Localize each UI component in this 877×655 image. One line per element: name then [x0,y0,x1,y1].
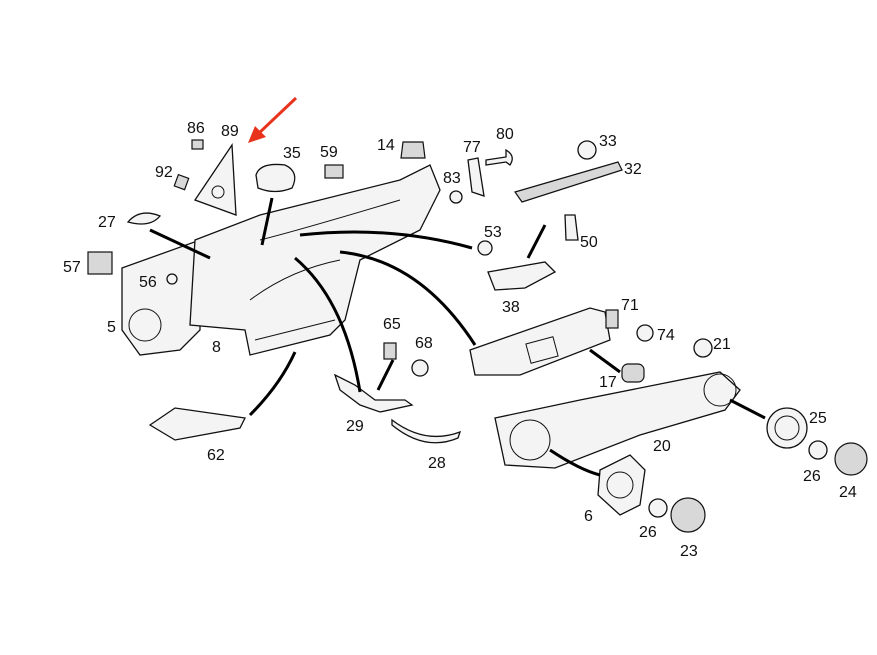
part-20-lower-trim[interactable] [494,371,741,469]
part-8-door-trim[interactable] [189,164,441,356]
part-62-tray[interactable] [148,407,246,441]
part-17-switch[interactable] [621,363,645,383]
label-38: 38 [502,299,520,316]
part-56-clip[interactable] [166,273,178,285]
label-53: 53 [484,224,502,241]
label-27: 27 [98,214,116,231]
part-24-grille[interactable] [834,442,868,476]
label-23: 23 [680,543,698,560]
label-62: 62 [207,447,225,464]
leader-lines [248,197,766,477]
part-50-clip[interactable] [564,214,579,241]
label-50: 50 [580,234,598,251]
part-26-cap[interactable] [808,440,828,460]
label-92: 92 [155,164,173,181]
label-80: 80 [496,126,514,143]
label-65: 65 [383,316,401,333]
label-14: 14 [377,137,395,154]
part-32-strip[interactable] [514,161,623,203]
part-80-screw[interactable] [485,148,513,166]
label-35: 35 [283,145,301,162]
label-68: 68 [415,335,433,352]
label-83: 83 [443,170,461,187]
label-77: 77 [463,139,481,156]
part-armrest[interactable] [469,307,611,376]
label-57: 57 [63,259,81,276]
part-33-cap[interactable] [577,140,597,160]
part-74-screw[interactable] [636,324,654,342]
part-71-clip[interactable] [605,309,619,329]
label-17: 17 [599,374,617,391]
label-5: 5 [107,319,116,336]
label-89: 89 [221,123,239,140]
label-71: 71 [621,297,639,314]
part-14-grommet[interactable] [400,141,426,159]
part-89-mirror-cover[interactable] [193,143,237,216]
part-59-cap[interactable] [324,164,344,179]
part-68-screw[interactable] [411,359,429,377]
part-29-bracket[interactable] [333,373,414,413]
part-26-cap-2[interactable] [648,498,668,518]
label-28: 28 [428,455,446,472]
label-26-2: 26 [639,524,657,541]
highlight-arrow-icon [248,96,298,143]
label-26: 26 [803,468,821,485]
label-20: 20 [653,438,671,455]
part-21-cap[interactable] [693,338,713,358]
label-32: 32 [624,161,642,178]
part-6-speaker-bracket[interactable] [597,454,646,516]
part-38-bracket[interactable] [487,261,557,291]
part-53-screw[interactable] [477,240,493,256]
label-8: 8 [212,339,221,356]
part-28-trim[interactable] [391,418,462,444]
label-56: 56 [139,274,157,291]
label-21: 21 [713,336,731,353]
part-77-bracket[interactable] [467,157,485,197]
part-35-door-handle[interactable] [255,163,296,193]
part-86-clip[interactable] [191,139,204,150]
label-59: 59 [320,144,338,161]
part-83-clip[interactable] [449,190,463,204]
part-27-cover[interactable] [126,212,162,225]
part-25-ring[interactable] [766,407,808,449]
part-23-grille[interactable] [670,497,706,533]
part-5-door-inner[interactable] [121,239,201,356]
label-74: 74 [657,327,675,344]
label-6: 6 [584,508,593,525]
part-65-clip[interactable] [383,342,397,360]
label-33: 33 [599,133,617,150]
part-92-clip[interactable] [173,173,190,191]
part-57-pad[interactable] [87,251,113,275]
label-29: 29 [346,418,364,435]
label-24: 24 [839,484,857,501]
label-86: 86 [187,120,205,137]
label-25: 25 [809,410,827,427]
